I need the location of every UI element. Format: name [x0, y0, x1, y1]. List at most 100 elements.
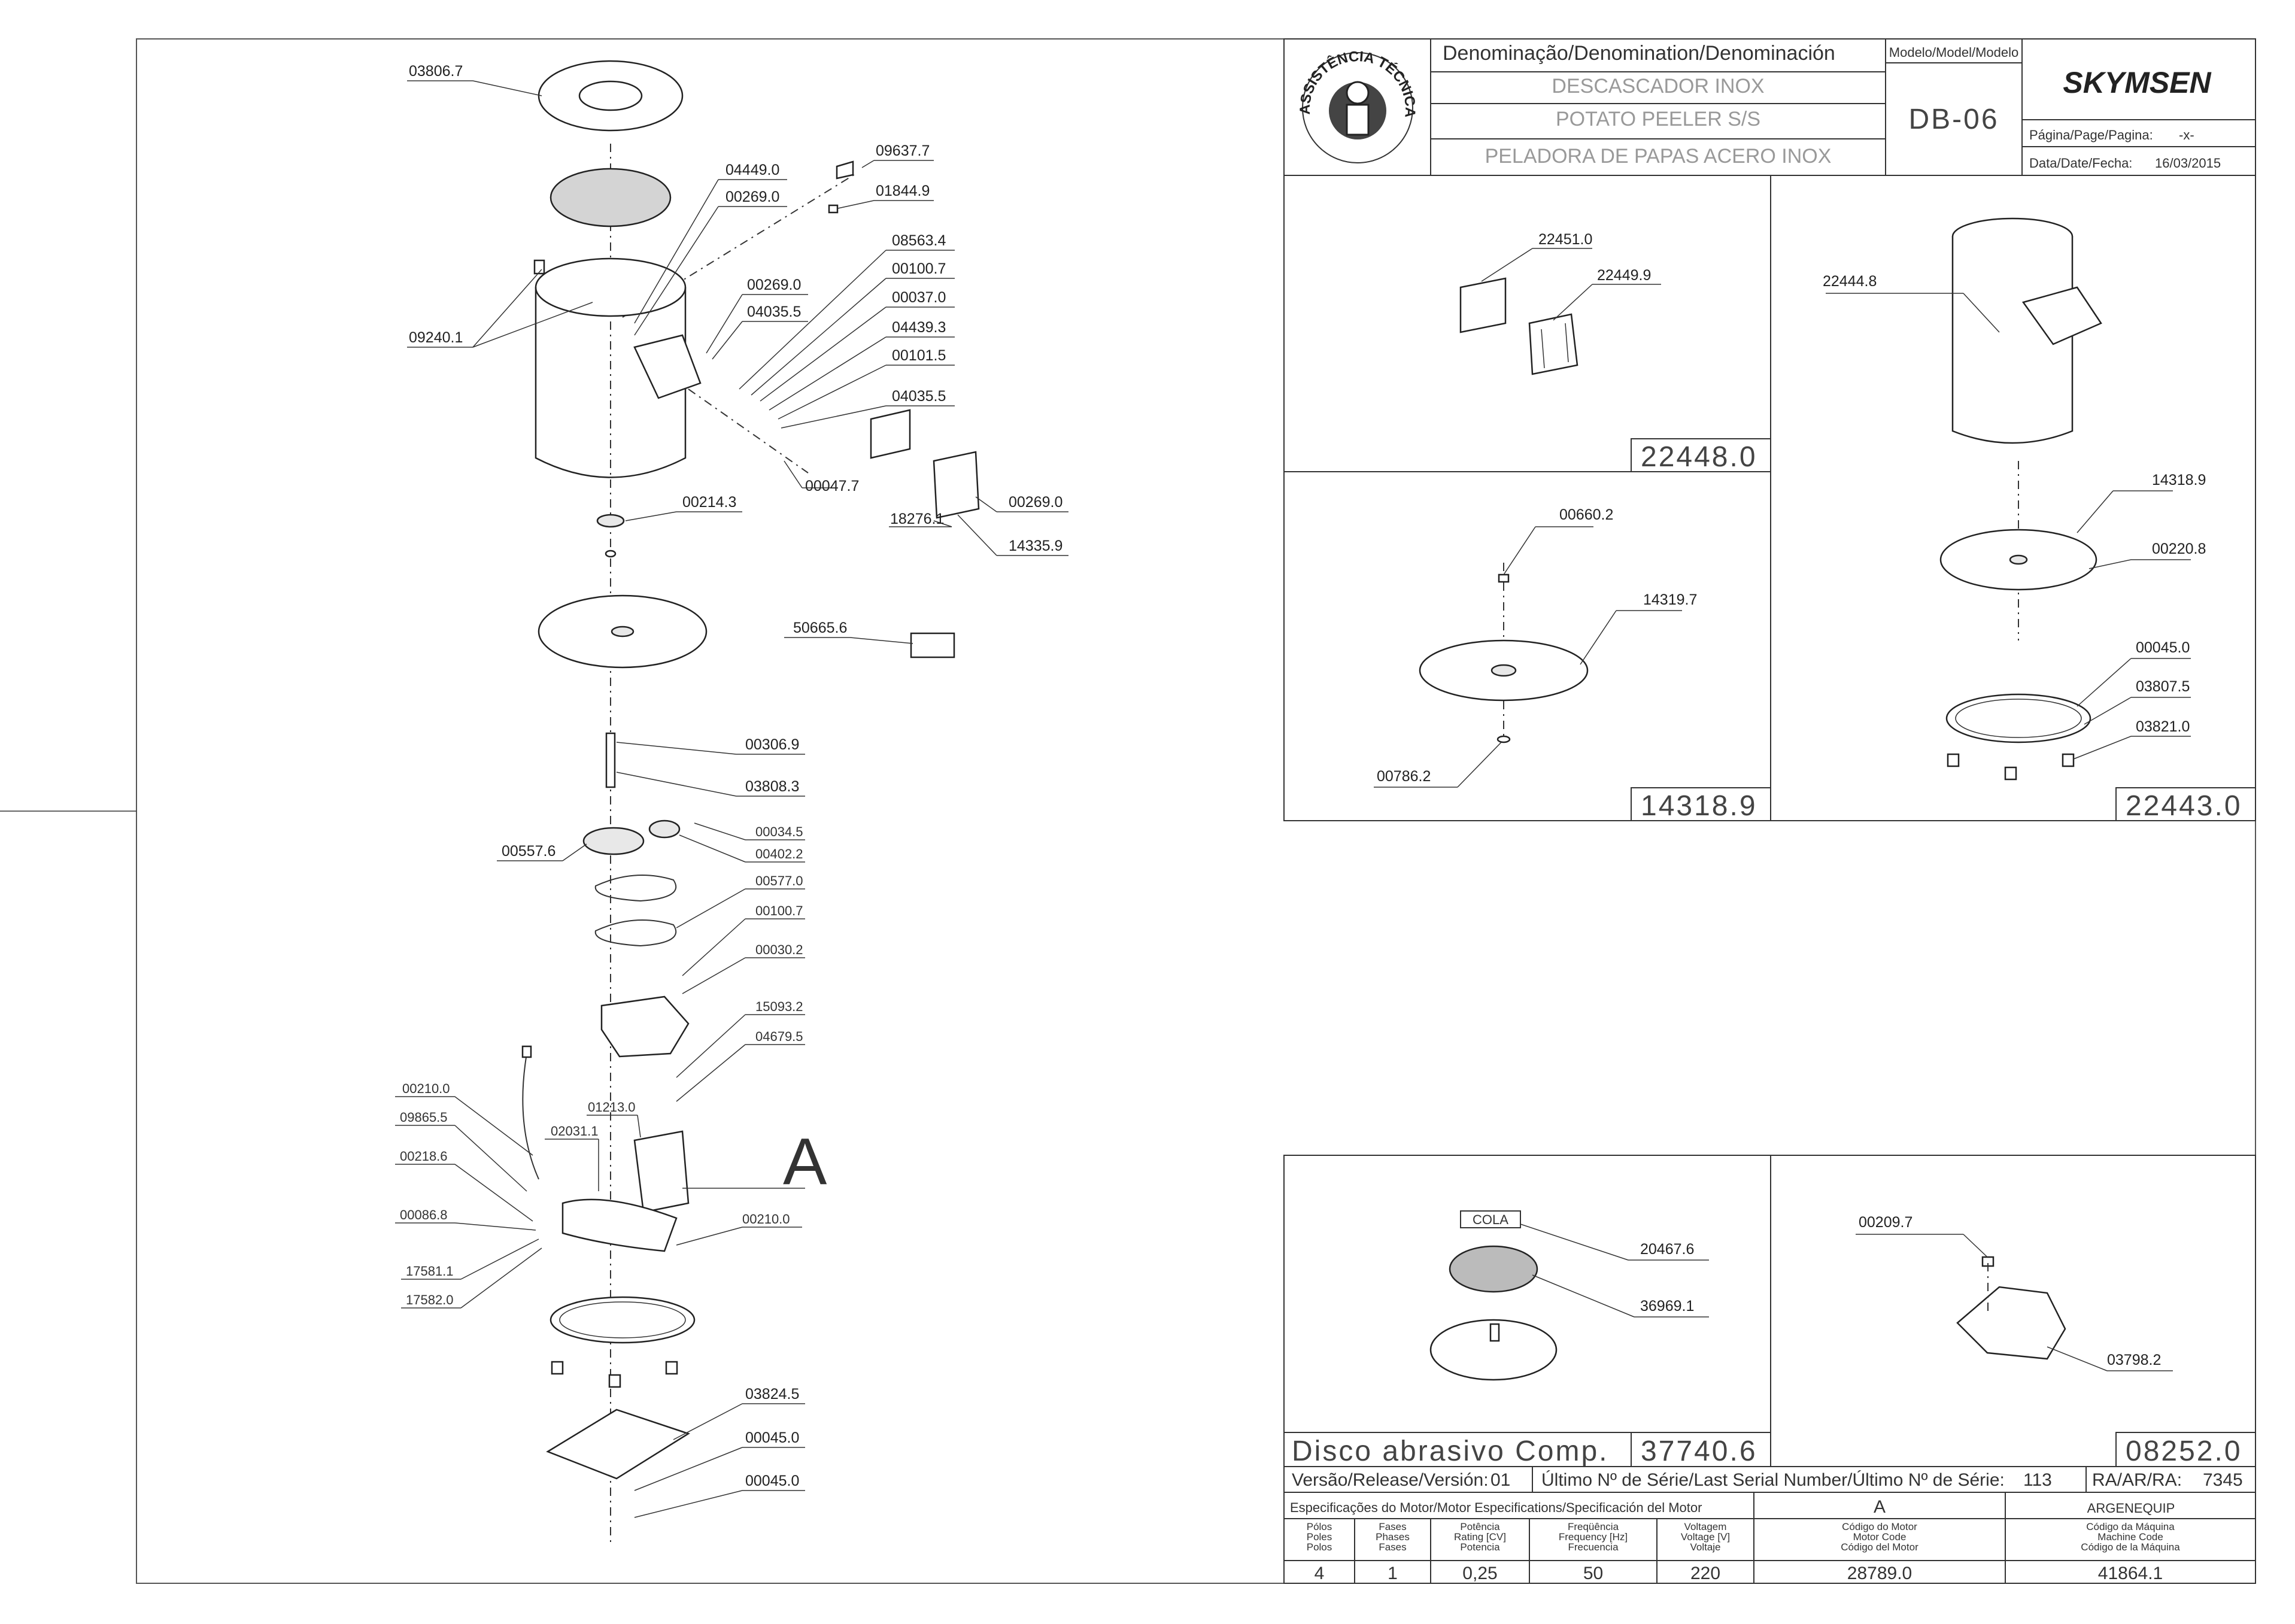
- denomination-header: Denominação/Denomination/Denominación: [1443, 42, 1835, 65]
- motor-col-value: 220: [1690, 1564, 1720, 1583]
- label-22444: 22444.8: [1823, 273, 1877, 290]
- motor-col-head: Frecuencia: [1568, 1541, 1619, 1553]
- label-09240: 09240.1: [409, 329, 463, 346]
- callout-A: A: [783, 1125, 827, 1198]
- label-03807: 03807.5: [2136, 678, 2190, 695]
- label-03806: 03806.7: [409, 63, 463, 80]
- motor-col-head: Fases: [1379, 1521, 1406, 1532]
- motor-col-value: 41864.1: [2098, 1564, 2163, 1583]
- model-number: DB-06: [1908, 104, 1999, 135]
- label-00045-a: 00045.0: [745, 1429, 799, 1446]
- label-00660: 00660.2: [1559, 506, 1613, 523]
- label-00045-b: 00045.0: [745, 1473, 799, 1489]
- label-00269-b: 00269.0: [747, 277, 801, 293]
- label-22451: 22451.0: [1538, 231, 1592, 248]
- label-00220: 00220.8: [2152, 541, 2206, 557]
- name-en: POTATO PEELER S/S: [1556, 108, 1760, 130]
- label-02031: 02031.1: [551, 1124, 599, 1139]
- motor-col-head: Código da Máquina: [2086, 1521, 2175, 1532]
- motor-spec-table: Especificações do Motor/Motor Especifica…: [1283, 1492, 2256, 1584]
- title-block: ASSISTÊNCIA TÉCNICA AUTORIZADA Denominaç…: [0, 0, 2256, 176]
- label-00086: 00086.8: [400, 1207, 448, 1222]
- label-00210-b: 00210.0: [742, 1212, 790, 1227]
- label-18276: 18276.1: [890, 511, 944, 527]
- motor-col-head: Polos: [1307, 1541, 1332, 1553]
- label-00557: 00557.6: [502, 843, 555, 860]
- label-14319: 14319.7: [1643, 591, 1697, 608]
- motor-col-head: Voltage [V]: [1681, 1531, 1730, 1543]
- motor-col-head: Potência: [1460, 1521, 1500, 1532]
- label-08563: 08563.4: [892, 232, 946, 249]
- label-20467: 20467.6: [1640, 1241, 1694, 1258]
- version-value: 01: [1490, 1470, 1510, 1490]
- box-08252-number: 08252.0: [2126, 1435, 2242, 1467]
- motor-col-head: Rating [CV]: [1454, 1531, 1506, 1543]
- label-17581: 17581.1: [406, 1264, 454, 1279]
- label-00269-a: 00269.0: [725, 189, 779, 205]
- label-00269-c: 00269.0: [1009, 494, 1062, 511]
- motor-col-head: Poles: [1307, 1531, 1332, 1543]
- box-08252: 00209.7 03798.2 08252.0: [1856, 1214, 2256, 1467]
- label-03798: 03798.2: [2107, 1352, 2161, 1368]
- label-14318: 14318.9: [2152, 472, 2206, 488]
- seal-text: ASSISTÊNCIA TÉCNICA AUTORIZADA: [0, 0, 1418, 123]
- label-04449: 04449.0: [725, 162, 779, 178]
- motor-col-head: Frequency [Hz]: [1559, 1531, 1628, 1543]
- label-09637: 09637.7: [876, 142, 930, 159]
- main-leaders: [395, 80, 1068, 1518]
- label-00034: 00034.5: [755, 824, 803, 839]
- label-14335: 14335.9: [1009, 538, 1062, 554]
- motor-col-head: Freqüência: [1568, 1521, 1619, 1532]
- motor-col-head: Código de la Máquina: [2081, 1541, 2180, 1553]
- label-04035-a: 04035.5: [747, 303, 801, 320]
- authorized-service-seal: ASSISTÊNCIA TÉCNICA AUTORIZADA: [0, 0, 1418, 163]
- label-00218: 00218.6: [400, 1149, 448, 1164]
- motor-col-value: 0,25: [1462, 1564, 1497, 1583]
- page-value: -x-: [2179, 128, 2194, 142]
- label-00210-a: 00210.0: [402, 1081, 450, 1096]
- motor-col-head: Fases: [1379, 1541, 1406, 1553]
- serial-value: 113: [2023, 1470, 2052, 1490]
- model-header: Modelo/Model/Modelo: [1889, 45, 2018, 60]
- motor-code-letter: A: [1874, 1497, 1886, 1517]
- motor-col-value: 28789.0: [1847, 1564, 1912, 1583]
- ra-label: RA/AR/RA:: [2092, 1470, 2182, 1490]
- motor-col-head: Machine Code: [2097, 1531, 2163, 1543]
- label-00402: 00402.2: [755, 846, 803, 861]
- brand-logo: SKYMSEN: [2063, 66, 2211, 99]
- date-value: 16/03/2015: [2155, 156, 2221, 171]
- label-00306: 00306.9: [745, 736, 799, 753]
- serial-label: Último Nº de Série/Last Serial Number/Úl…: [1541, 1470, 2005, 1490]
- name-es: PELADORA DE PAPAS ACERO INOX: [1485, 145, 1832, 168]
- label-00045: 00045.0: [2136, 639, 2190, 656]
- box-disc-abrasive: COLA 20467.6 36969.1 Disco abrasivo Comp…: [1283, 1210, 1771, 1467]
- box-14318: 00660.2 14319.7 00786.2 14318.9: [1374, 506, 1771, 822]
- disc-number: 37740.6: [1641, 1435, 1757, 1467]
- motor-col-value: 4: [1315, 1564, 1325, 1583]
- motor-col-head: Voltaje: [1690, 1541, 1720, 1553]
- label-09865: 09865.5: [400, 1110, 448, 1125]
- motor-col-value: 50: [1583, 1564, 1603, 1583]
- ra-value: 7345: [2203, 1470, 2243, 1490]
- label-03824: 03824.5: [745, 1386, 799, 1403]
- box-22443: 22444.8 14318.9 00220.8 00045.0 03807.5 …: [1823, 217, 2256, 822]
- page-label: Página/Page/Pagina:: [2029, 128, 2153, 142]
- label-17582: 17582.0: [406, 1292, 454, 1307]
- motor-columns: PólosPolesPolos4FasesPhasesFases1Potênci…: [1307, 1521, 2181, 1583]
- label-cola: COLA: [1473, 1212, 1508, 1227]
- subassembly-grid: [1283, 175, 2256, 1467]
- version-label: Versão/Release/Versión:: [1292, 1470, 1489, 1490]
- main-exploded-view: A: [521, 60, 980, 1544]
- label-22449: 22449.9: [1597, 267, 1651, 284]
- label-00209: 00209.7: [1859, 1214, 1912, 1231]
- motor-col-head: Código do Motor: [1842, 1521, 1917, 1532]
- label-00047: 00047.7: [805, 478, 859, 494]
- label-03821: 03821.0: [2136, 718, 2190, 735]
- label-00100-b: 00100.7: [755, 903, 803, 918]
- label-00030: 00030.2: [755, 942, 803, 957]
- label-00577: 00577.0: [755, 873, 803, 888]
- label-01213: 01213.0: [588, 1100, 636, 1115]
- label-01844: 01844.9: [876, 183, 930, 199]
- label-00100-a: 00100.7: [892, 260, 946, 277]
